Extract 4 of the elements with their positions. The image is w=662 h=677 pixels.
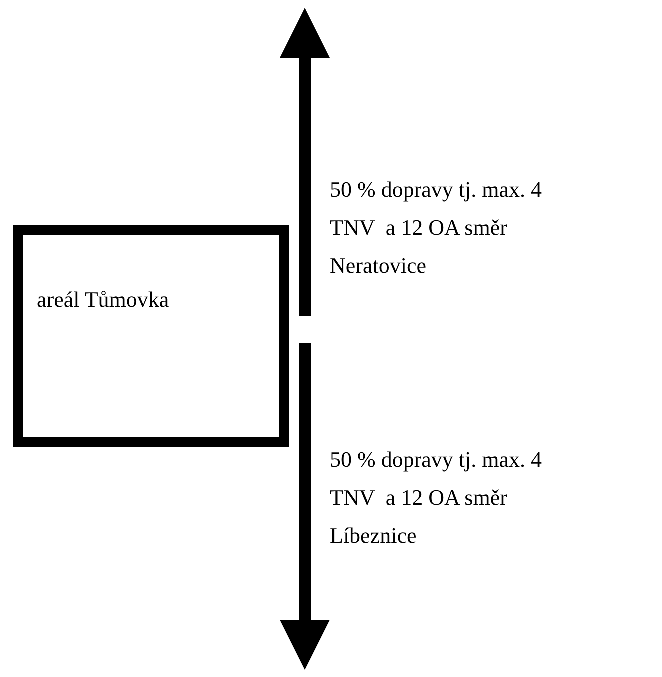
traffic-note: 50 % dopravy tj. max. 4 TNV a 12 OA směr Líbeznice [330,446,544,550]
site-label: areál Tůmovka [37,286,170,314]
site-box [13,225,289,447]
traffic-note: 50 % dopravy tj. max. 4 TNV a 12 OA směr Neratovice [330,176,544,280]
